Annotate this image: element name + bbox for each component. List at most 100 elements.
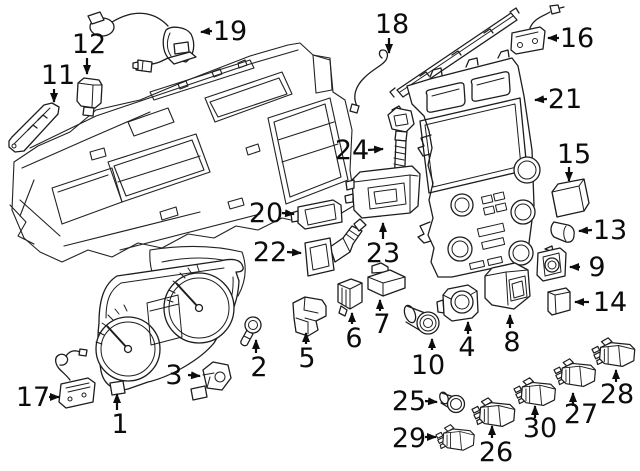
callout-27-label[interactable]: 27 xyxy=(564,399,598,430)
callout-10-label[interactable]: 10 xyxy=(411,350,445,381)
part-6-push-switch xyxy=(337,278,363,317)
part-18-antenna-cable xyxy=(349,7,520,114)
callout-18-label[interactable]: 18 xyxy=(375,9,409,40)
callout-22-arrow xyxy=(286,248,302,257)
callout-14-blank-switch[interactable]: 14 xyxy=(574,287,627,318)
callout-7-label[interactable]: 7 xyxy=(373,309,390,340)
callout-12-label[interactable]: 12 xyxy=(72,29,106,60)
callout-2-mounting-screw[interactable]: 2 xyxy=(250,339,268,383)
callout-29-rocker-switch[interactable]: 29 xyxy=(392,423,437,454)
callout-8-outlet-housing[interactable]: 8 xyxy=(503,314,521,358)
callout-24-threaded-sensor[interactable]: 24 xyxy=(335,135,384,166)
part-8-outlet-housing xyxy=(484,262,531,310)
callout-13-label[interactable]: 13 xyxy=(593,215,627,246)
callout-21-label[interactable]: 21 xyxy=(548,84,582,115)
callout-7-push-switch-wide[interactable]: 7 xyxy=(373,299,391,340)
callout-1-label[interactable]: 1 xyxy=(111,409,128,440)
callout-26-label[interactable]: 26 xyxy=(479,437,513,468)
callout-17-label[interactable]: 17 xyxy=(16,382,50,413)
callout-17-pigtail-bracket[interactable]: 17 xyxy=(16,382,60,413)
callout-23-connector-module[interactable]: 23 xyxy=(366,222,400,269)
callout-22-barrel-plug[interactable]: 22 xyxy=(253,237,302,268)
callout-30-rocker-switch[interactable]: 30 xyxy=(523,405,557,444)
part-1-instrument-cluster xyxy=(95,258,244,401)
part-16-antenna-bracket xyxy=(510,4,565,55)
callout-3-arrow xyxy=(187,371,201,380)
callout-4-headlamp-switch-knob[interactable]: 4 xyxy=(458,321,476,363)
callout-12-sensor-cube[interactable]: 12 xyxy=(72,29,106,75)
callout-14-label[interactable]: 14 xyxy=(593,287,627,318)
part-4-headlamp-switch-knob xyxy=(436,284,479,322)
part-23-connector-module xyxy=(344,165,421,219)
callout-29-label[interactable]: 29 xyxy=(392,423,426,454)
callout-4-label[interactable]: 4 xyxy=(458,332,475,363)
callout-2-label[interactable]: 2 xyxy=(250,352,267,383)
part-9-button-switch xyxy=(536,245,567,282)
part-11-trim-bracket xyxy=(8,102,60,153)
callout-16-label[interactable]: 16 xyxy=(560,23,594,54)
part-20-bezel-frame xyxy=(290,199,343,230)
part-10-power-outlet-socket xyxy=(403,304,440,335)
callout-25-round-socket[interactable]: 25 xyxy=(392,386,438,417)
callout-5-label[interactable]: 5 xyxy=(298,343,315,374)
part-29-rocker-switch xyxy=(435,424,475,451)
callout-5-clip-switch[interactable]: 5 xyxy=(298,332,316,374)
vent-slots xyxy=(425,71,511,113)
control-knobs xyxy=(447,156,541,266)
part-30-rocker-switch xyxy=(513,377,556,407)
part-14-blank-switch xyxy=(547,287,571,316)
callout-28-label[interactable]: 28 xyxy=(600,379,634,410)
callout-6-push-switch[interactable]: 6 xyxy=(345,312,363,354)
callout-11-label[interactable]: 11 xyxy=(41,60,75,91)
callout-24-label[interactable]: 24 xyxy=(335,135,369,166)
callout-1-instrument-cluster[interactable]: 1 xyxy=(111,393,129,440)
callout-19-label[interactable]: 19 xyxy=(213,16,247,47)
callout-11-trim-bracket[interactable]: 11 xyxy=(41,60,75,103)
callout-24-arrow xyxy=(367,145,384,154)
callout-10-power-outlet-socket[interactable]: 10 xyxy=(411,338,445,381)
part-28-rocker-switch xyxy=(591,337,636,368)
callout-27-rocker-switch[interactable]: 27 xyxy=(564,392,598,430)
button-grid xyxy=(469,191,508,270)
part-15-relay-module xyxy=(551,178,590,218)
part-22-barrel-plug xyxy=(304,218,367,277)
callout-19-sensor-harness[interactable]: 19 xyxy=(200,16,247,47)
part-7-push-switch-wide xyxy=(367,262,406,297)
part-27-rocker-switch xyxy=(553,358,596,388)
callout-30-label[interactable]: 30 xyxy=(523,413,557,444)
callout-21-arrow xyxy=(534,95,548,104)
part-3-retainer-clip xyxy=(202,361,232,391)
callout-15-relay-module[interactable]: 15 xyxy=(557,139,591,182)
callout-19-arrow xyxy=(200,27,213,36)
part-26-rocker-switch xyxy=(471,397,516,428)
callout-26-rocker-switch[interactable]: 26 xyxy=(479,425,513,468)
callout-15-label[interactable]: 15 xyxy=(557,139,591,170)
callout-23-label[interactable]: 23 xyxy=(366,238,400,269)
part-5-clip-switch xyxy=(292,296,327,337)
part-2-screw xyxy=(240,316,262,347)
callout-3-retainer-clip[interactable]: 3 xyxy=(165,360,201,391)
callout-13-bulb[interactable]: 13 xyxy=(578,215,627,246)
callout-18-antenna-cable[interactable]: 18 xyxy=(375,9,409,54)
callout-8-label[interactable]: 8 xyxy=(503,327,520,358)
callout-22-label[interactable]: 22 xyxy=(253,237,287,268)
callout-20-bezel-frame[interactable]: 20 xyxy=(249,198,295,229)
callout-6-label[interactable]: 6 xyxy=(345,323,362,354)
part-17-pigtail-bracket xyxy=(55,348,96,409)
callout-20-label[interactable]: 20 xyxy=(249,198,283,229)
callout-28-rocker-switch[interactable]: 28 xyxy=(600,369,634,410)
callout-9-button-switch[interactable]: 9 xyxy=(569,252,606,283)
cluster-display xyxy=(146,294,183,346)
part-25-round-socket xyxy=(439,391,466,414)
right-gauge xyxy=(163,264,235,344)
callout-9-label[interactable]: 9 xyxy=(588,252,605,283)
callout-16-antenna-bracket[interactable]: 16 xyxy=(547,23,594,54)
callout-3-label[interactable]: 3 xyxy=(165,360,182,391)
part-19-sensor-harness xyxy=(87,11,197,73)
part-12-sensor-cube xyxy=(76,77,103,117)
part-21-center-stack-bezel xyxy=(406,49,541,278)
callout-21-center-stack-bezel[interactable]: 21 xyxy=(534,84,582,115)
callout-25-label[interactable]: 25 xyxy=(392,386,426,417)
